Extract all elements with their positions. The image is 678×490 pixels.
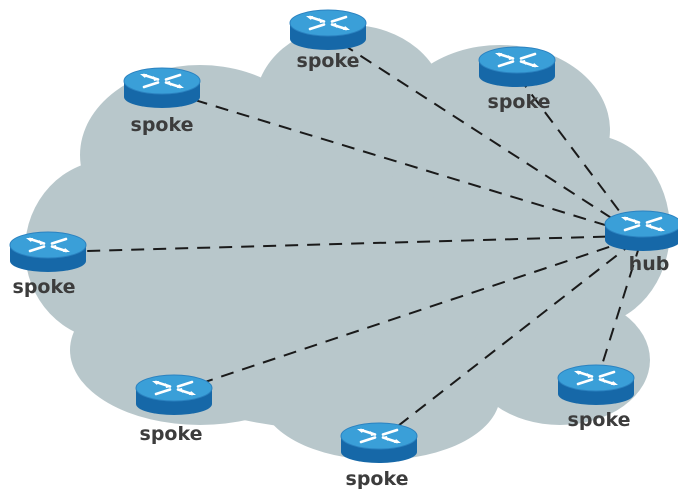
spoke-7-label: spoke [568,409,631,431]
router-icon [339,421,419,465]
hub: hub [603,209,678,275]
spoke-5-label: spoke [140,423,203,445]
spoke-1: spoke [288,8,368,72]
link-spoke-2 [516,74,633,229]
router-icon [477,45,557,89]
spoke-5: spoke [134,373,214,445]
router-icon [8,230,88,274]
spoke-2: spoke [477,45,557,113]
router-icon [603,209,678,253]
router-icon [122,66,202,110]
router-icon [288,8,368,52]
spoke-6: spoke [339,421,419,490]
link-spoke-5 [171,239,631,394]
spoke-3-label: spoke [131,114,194,136]
link-spoke-6 [379,241,635,441]
router-icon [134,373,214,417]
spoke-1-label: spoke [297,50,360,72]
hub-label: hub [629,253,670,275]
spoke-7: spoke [556,363,636,431]
spoke-4: spoke [8,230,88,298]
spoke-3: spoke [122,66,202,136]
router-icon [556,363,636,407]
spoke-2-label: spoke [488,91,551,113]
links [49,37,641,441]
spoke-6-label: spoke [346,468,409,490]
spoke-4-label: spoke [13,276,76,298]
link-spoke-4 [49,235,629,253]
link-spoke-3 [161,89,629,233]
link-spoke-7 [595,243,641,385]
link-spoke-1 [332,37,631,231]
